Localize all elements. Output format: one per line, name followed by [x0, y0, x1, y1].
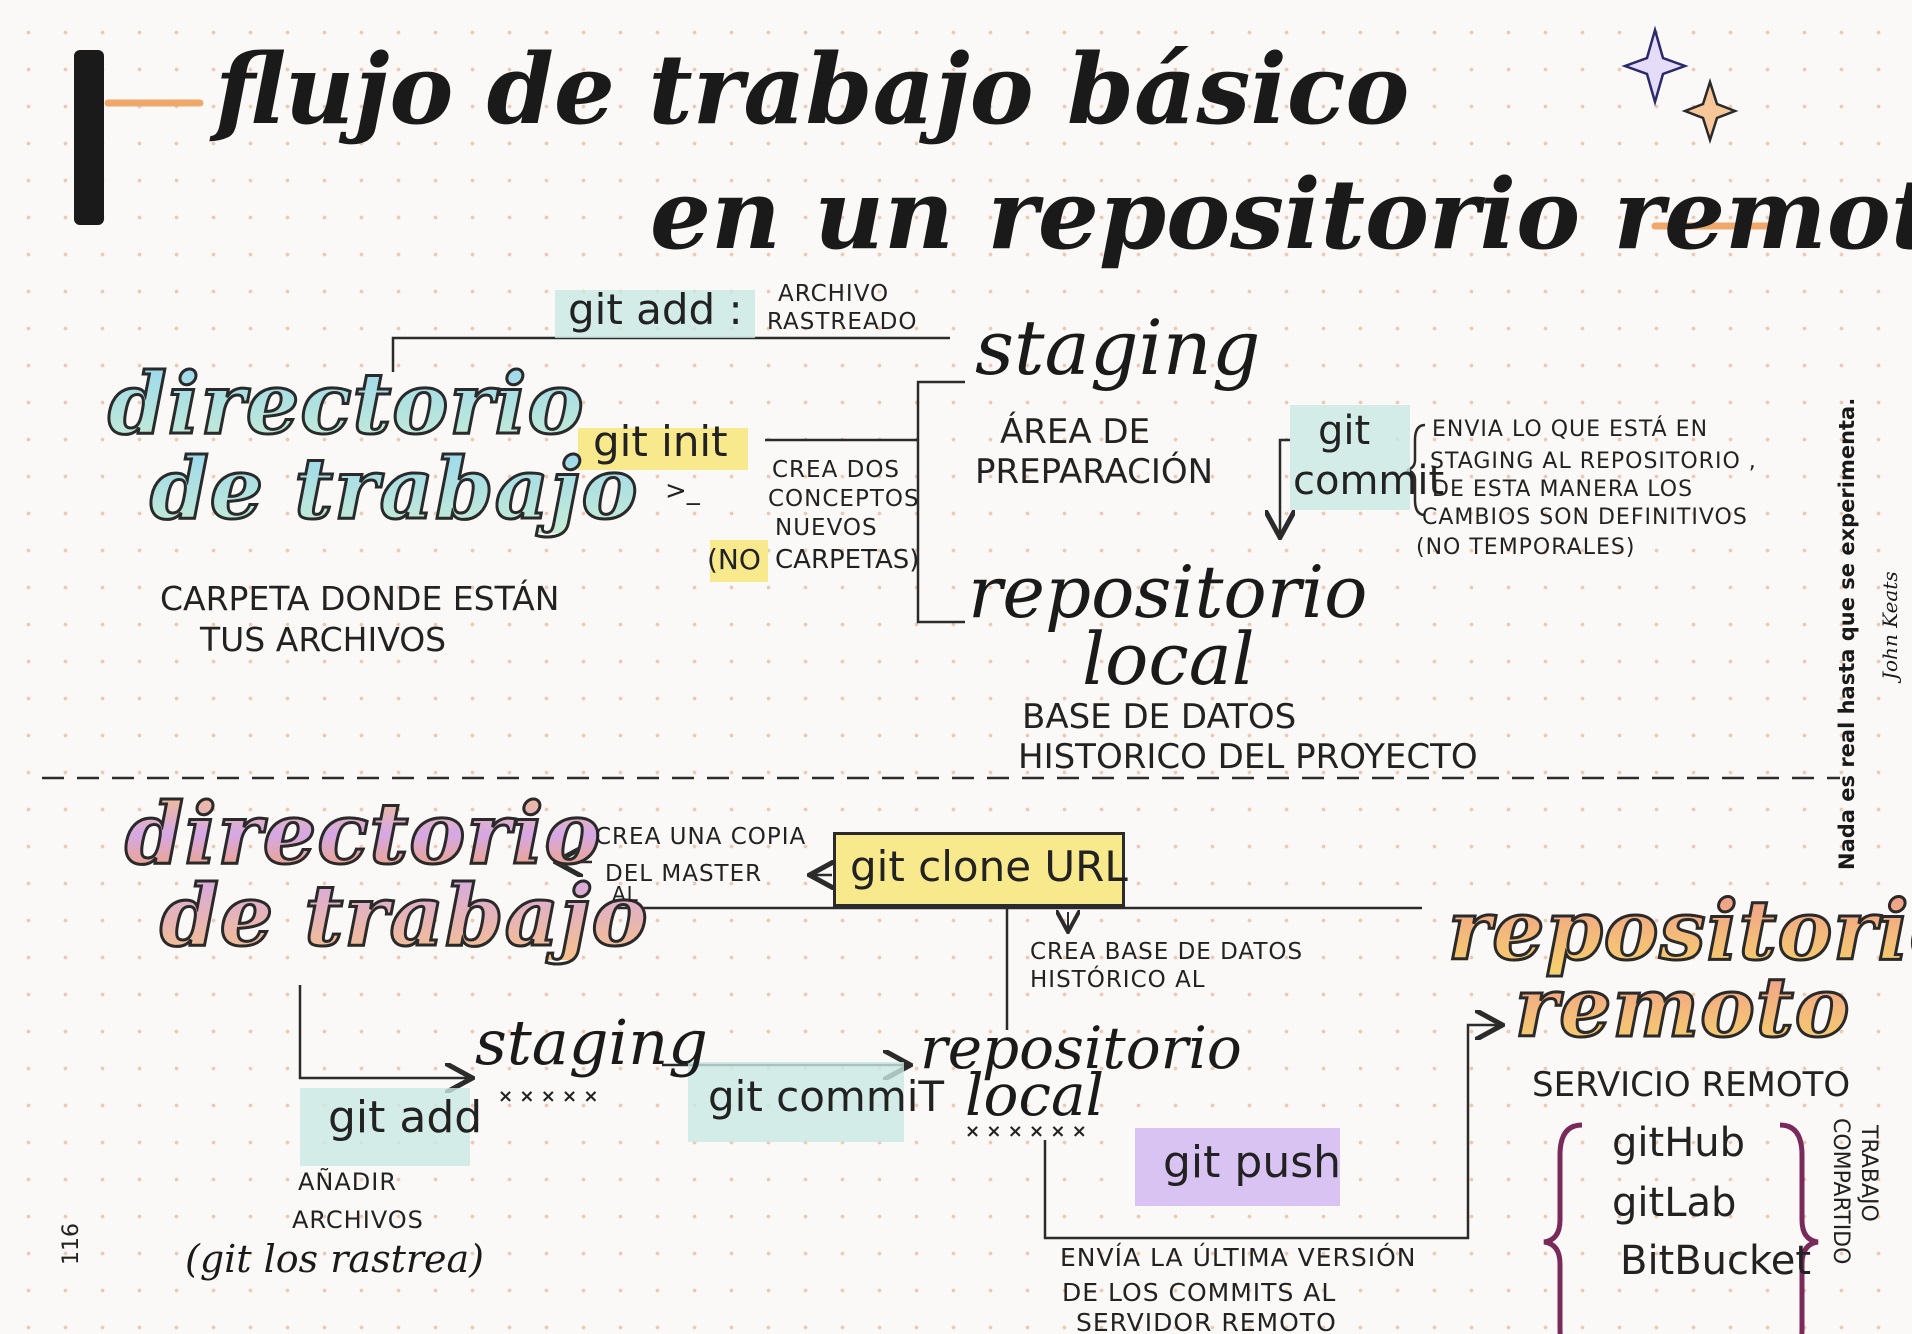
highlight-git-push: [1135, 1128, 1340, 1206]
brace-right-icon: [1779, 1122, 1819, 1334]
working-dir-desc-1: CARPETA DONDE ESTÁN: [160, 579, 560, 618]
page-number: 116: [59, 1223, 84, 1265]
git-commit-note-3: DE ESTA MANERA LOS: [1432, 477, 1694, 502]
service-gitlab: gitLab: [1612, 1180, 1737, 1226]
git-init-command: git init: [593, 417, 728, 466]
git-commit-note-5: (NO TEMPORALES): [1416, 535, 1636, 560]
remote-repo-title-1: repositorio: [1446, 886, 1912, 975]
service-github: gitHub: [1612, 1120, 1746, 1166]
remote-repo-title-2: remoto: [1513, 960, 1851, 1056]
local-repo-desc-1: BASE DE DATOS: [1022, 697, 1297, 737]
git-clone-command: git clone URL: [850, 842, 1128, 891]
side-quote: Nada es real hasta que se experimenta.: [1835, 397, 1859, 870]
shared-work-label-2: COMPARTIDO: [1828, 1118, 1853, 1265]
title-marker-bar: [74, 50, 104, 225]
clone-db-note-1: CREA BASE DE DATOS: [1030, 939, 1304, 965]
highlight-git-commit-bottom: [688, 1062, 904, 1142]
quote-author: John Keats: [1878, 571, 1902, 680]
git-push-note-2: DE LOS COMMITS AL: [1062, 1278, 1337, 1307]
git-init-note-3: NUEVOS: [775, 515, 878, 541]
staging-desc-1: ÁREA DE: [1000, 412, 1151, 452]
highlight-git-commit: [1290, 405, 1410, 510]
git-add-command: git add :: [568, 285, 743, 334]
title-line-1: flujo de trabajo básico: [215, 33, 1410, 146]
staging-desc-2: PREPARACIÓN: [975, 452, 1214, 492]
bottom-working-dir-title-2: de trabajo: [159, 866, 649, 965]
git-push-note-3: SERVIDOR REMOTO: [1076, 1308, 1337, 1334]
bottom-staging-title: staging: [475, 1006, 708, 1079]
bottom-working-dir-title-1: directorio: [124, 784, 603, 883]
clone-note-3: AL: [612, 882, 639, 906]
git-add-note-a: AÑADIR: [298, 1168, 398, 1196]
highlight-git-add: [555, 290, 755, 338]
highlight-git-add-bottom: [300, 1088, 470, 1166]
title-line-2: en un repositorio remoto: [650, 158, 1912, 271]
sparkle-icon: [1681, 77, 1739, 145]
git-commit-command-1: git: [1318, 408, 1371, 454]
local-repo-marks: × × × × × ×: [965, 1121, 1087, 1142]
git-commit-note-4: CAMBIOS SON DEFINITIVOS: [1422, 505, 1748, 530]
git-add-note-c: (git los rastrea): [185, 1237, 484, 1281]
local-repo-desc-2: HISTORICO DEL PROYECTO: [1018, 737, 1478, 777]
git-commit-note-2: STAGING AL REPOSITORIO ,: [1430, 449, 1757, 474]
git-add-note-2: RASTREADO: [767, 309, 918, 335]
local-repo-title-1: repositorio: [968, 550, 1368, 634]
bottom-local-repo-title-1: repositorio: [920, 1014, 1242, 1082]
highlight-git-init: [578, 428, 748, 470]
git-init-note-4a: (NO: [707, 543, 761, 576]
terminal-prompt-icon: >_: [665, 476, 700, 506]
service-bitbucket: BitBucket: [1620, 1238, 1812, 1284]
working-dir-title-1: directorio: [107, 354, 586, 453]
shared-work-label-1: TRABAJO: [1856, 1125, 1881, 1222]
git-init-note-2: CONCEPTOS: [768, 486, 920, 512]
git-commit-command-2: commit: [1293, 458, 1445, 504]
git-init-note-1: CREA DOS: [772, 457, 901, 483]
brace-left-icon: [1543, 1122, 1583, 1334]
sparkle-icon: [1621, 25, 1689, 107]
git-add-note-b: ARCHIVOS: [292, 1206, 424, 1234]
highlight-no: [710, 540, 768, 582]
git-add-note-1: ARCHIVO: [778, 281, 890, 307]
git-push-command: git push: [1163, 1137, 1342, 1188]
bottom-git-add-command: git add: [328, 1092, 483, 1143]
working-dir-desc-2: TUS ARCHIVOS: [200, 620, 447, 659]
remote-service-label: SERVICIO REMOTO: [1532, 1065, 1851, 1105]
local-repo-title-2: local: [1082, 617, 1255, 701]
git-init-note-4b: CARPETAS): [775, 545, 920, 575]
clone-db-note-2: HISTÓRICO AL: [1030, 967, 1206, 993]
clone-note-1: CREA UNA COPIA: [595, 824, 807, 850]
git-clone-box: [833, 832, 1125, 907]
bottom-git-commit-command: git commiT: [708, 1072, 945, 1121]
clone-note-2: DEL MASTER: [605, 861, 763, 887]
staging-title: staging: [975, 303, 1261, 392]
working-dir-title-2: de trabajo: [149, 439, 639, 538]
bottom-local-repo-title-2: local: [965, 1061, 1105, 1129]
git-commit-note-1: ENVIA LO QUE ESTÁ EN: [1432, 417, 1709, 442]
git-push-note-1: ENVÍA LA ÚLTIMA VERSIÓN: [1060, 1243, 1417, 1272]
staging-marks: × × × × ×: [498, 1086, 599, 1107]
